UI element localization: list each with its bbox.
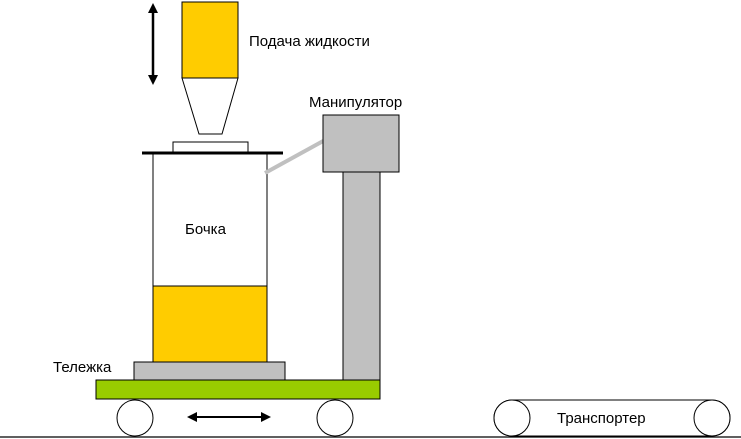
cart-wheel-right — [316, 399, 354, 437]
barrel-lid-plate — [172, 141, 249, 153]
conveyor-roller-left — [493, 399, 531, 437]
liquid-feed-tank — [181, 1, 239, 79]
manipulator-label: Манипулятор — [309, 94, 402, 111]
manipulator-head — [322, 114, 400, 173]
manipulator-arm — [264, 138, 326, 175]
conveyor-label: Транспортер — [557, 410, 646, 427]
barrel-label: Бочка — [185, 221, 227, 238]
liquid-feed-nozzle — [181, 77, 239, 135]
conveyor-roller-right — [693, 399, 731, 437]
liquid-feed-label: Подача жидкости — [249, 33, 370, 50]
cart-wheel-left — [116, 399, 154, 437]
cart-platform — [95, 379, 381, 400]
manipulator-column — [342, 171, 381, 382]
cart-base-block — [133, 361, 286, 382]
cart-label: Тележка — [53, 359, 112, 376]
barrel-liquid-level — [152, 285, 268, 363]
